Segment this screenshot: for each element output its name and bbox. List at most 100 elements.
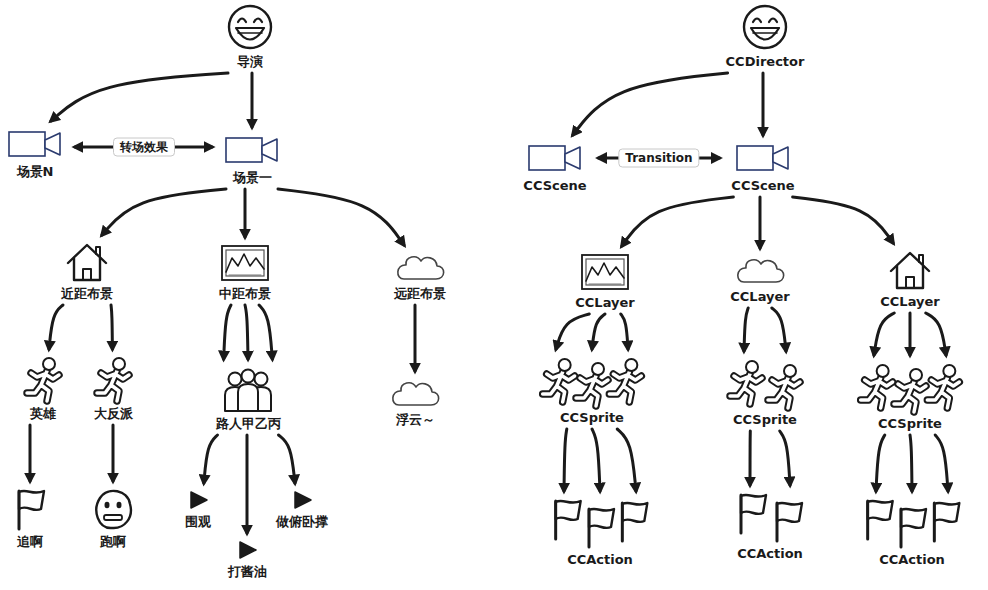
connector-arrow — [279, 435, 295, 483]
node-label: 远距布景 — [392, 286, 448, 301]
edge-label: 转场效果 — [113, 138, 175, 157]
icon-node: CCSprite — [723, 358, 807, 428]
node-label: 做俯卧撑 — [276, 514, 328, 529]
node-label: 围观 — [185, 514, 211, 529]
icon-node: CCSprite — [538, 356, 646, 426]
runners-icon — [542, 356, 642, 406]
connector-arrow — [29, 425, 32, 481]
node-label: CCAction — [550, 552, 650, 567]
node-label: CCAction — [862, 552, 962, 567]
house-icon — [65, 242, 109, 282]
connector-arrow — [414, 305, 417, 371]
connector-arrow — [780, 431, 790, 485]
connector-arrow — [102, 189, 226, 235]
connector-arrow — [564, 429, 567, 491]
icon-node: 跑啊 — [88, 488, 138, 550]
connector-arrow — [876, 435, 885, 491]
flag-icon — [13, 488, 47, 530]
icon-node: CCLayer — [876, 250, 943, 310]
camera-icon — [735, 142, 791, 174]
icon-node: CCDirector — [722, 4, 809, 70]
node-label: 大反派 — [93, 406, 133, 421]
node-label: 打酱油 — [228, 564, 267, 579]
icon-node: 打酱油 — [224, 540, 271, 580]
connector-arrow — [592, 429, 600, 491]
node-label: 跑啊 — [92, 534, 134, 549]
node-label: 英雄 — [23, 406, 63, 421]
connector-arrow — [621, 314, 628, 349]
icon-node: CCSprite — [856, 362, 964, 432]
connector-arrow — [51, 73, 228, 121]
icon-node: 场景N — [3, 128, 67, 180]
icon-node: 围观 — [181, 490, 215, 530]
play-icon — [188, 490, 208, 510]
picture-icon — [580, 253, 630, 291]
flags-icon — [734, 492, 806, 542]
runner-icon — [93, 356, 133, 402]
icon-node: 导演 — [222, 4, 278, 70]
node-label: CCDirector — [726, 54, 805, 69]
icon-node: CCAction — [546, 498, 654, 568]
connector-arrow — [278, 189, 404, 245]
connector-arrow — [244, 189, 247, 237]
node-label: CCScene — [731, 178, 794, 193]
picture-icon — [220, 244, 270, 282]
icon-node: 追啊 — [9, 488, 51, 550]
play-icon — [292, 490, 312, 510]
cloud-icon — [392, 252, 448, 282]
node-label: CCSprite — [727, 412, 803, 427]
edge-label: Transition — [618, 149, 699, 168]
node-label: 路人甲乙丙 — [216, 416, 281, 431]
node-label: CCLayer — [575, 295, 634, 310]
connector-arrow — [926, 313, 946, 355]
cloud-icon — [732, 255, 788, 285]
camera-icon — [527, 142, 583, 174]
connector-arrow — [874, 313, 894, 355]
icon-node: 大反派 — [89, 356, 137, 422]
people-icon — [222, 366, 274, 412]
connector-arrow — [251, 73, 254, 127]
house-icon — [888, 250, 932, 290]
connector-arrow — [259, 305, 272, 359]
icon-node: CCScene — [727, 142, 798, 194]
icon-node: 近距布景 — [57, 242, 117, 302]
connector-arrow — [246, 435, 249, 533]
node-label: 导演 — [226, 54, 274, 69]
connector-arrow — [245, 305, 248, 359]
node-label: CCScene — [523, 178, 586, 193]
cloud-icon — [387, 378, 443, 408]
icon-node: 做俯卧撑 — [272, 490, 332, 530]
play-icon — [237, 540, 257, 560]
connector-arrow — [935, 435, 948, 491]
connector-arrow — [204, 435, 218, 483]
icon-node: 浮云～ — [383, 378, 447, 428]
connector-arrow — [793, 197, 893, 243]
icon-node: 英雄 — [19, 356, 67, 422]
connector-arrow — [744, 308, 748, 351]
connector-arrow — [758, 197, 761, 248]
flags-icon — [862, 498, 962, 548]
node-label: 追啊 — [13, 534, 47, 549]
icon-node: CCLayer — [726, 255, 793, 305]
icon-node: CCScene — [519, 142, 590, 194]
connector-arrow — [908, 313, 911, 355]
node-label: 近距布景 — [61, 286, 113, 301]
connector-arrow — [749, 431, 752, 485]
runners-icon — [860, 362, 960, 412]
connector-arrow — [49, 305, 63, 349]
connector-arrow — [224, 305, 231, 359]
node-label: 场景一 — [224, 170, 280, 185]
connector-arrow — [573, 73, 728, 135]
node-label: CCLayer — [880, 294, 939, 309]
camera-icon — [224, 134, 280, 166]
node-label: CCAction — [734, 546, 806, 561]
connector-arrow — [556, 314, 589, 349]
icon-node: 路人甲乙丙 — [212, 366, 285, 432]
node-label: CCLayer — [730, 289, 789, 304]
node-label: 场景N — [7, 164, 63, 179]
blob-icon — [92, 488, 134, 530]
node-label: CCSprite — [542, 410, 642, 425]
node-label: 浮云～ — [387, 412, 443, 427]
